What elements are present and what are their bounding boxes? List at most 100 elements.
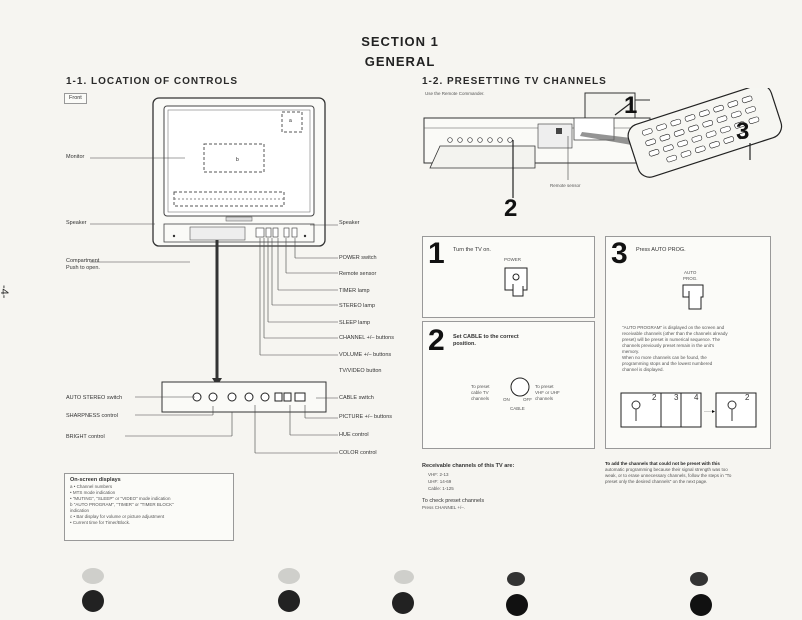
callout-number-1: 1: [624, 92, 638, 119]
right-heading: 1-2. PRESETTING TV CHANNELS: [422, 76, 607, 87]
section-title: SECTION 1: [361, 34, 439, 49]
note-line: preset only the desired channels" on the…: [605, 479, 708, 484]
front-tag: Front: [64, 93, 87, 104]
step-2-text-2: position.: [453, 341, 476, 347]
callout-b: b: [236, 157, 239, 163]
onscreen-line: • Current time for Timer/Block.: [70, 520, 131, 525]
tv-diagram: [152, 97, 326, 256]
step-1-box: 1 Turn the TV on. POWER: [422, 236, 595, 318]
step-2-text-1: Set CABLE to the correct: [453, 334, 519, 340]
label-compartment: Compartment: [66, 258, 100, 264]
power-button-press: [504, 267, 528, 297]
binder-hole: [278, 568, 300, 584]
label-timer-lamp: TIMER lamp: [339, 288, 370, 294]
note-line: To add the channels that could not be pr…: [605, 461, 720, 466]
onscreen-line: • "MUTING", "SLEEP" or "VIDEO" mode indi…: [70, 496, 171, 501]
binder-hole: [690, 572, 708, 586]
label-auto-stereo-switch: AUTO STEREO switch: [66, 395, 123, 401]
step-2-left-note-1: To preset: [471, 384, 490, 389]
label-sleep-lamp: SLEEP lamp: [339, 320, 371, 326]
onscreen-line: a • Channel numbers: [70, 484, 113, 489]
onscreen-line: indication: [70, 508, 90, 513]
label-speaker-right: Speaker: [339, 220, 360, 226]
note-line: weak, or to erase unnecessary channels, …: [605, 473, 732, 478]
onscreen-displays-box: On-screen displays a • Channel numbers •…: [64, 473, 234, 541]
add-channels-note: To add the channels that could not be pr…: [605, 461, 731, 485]
step-2-on: ON: [503, 397, 510, 402]
step-3-number: 3: [611, 237, 628, 270]
step-2-off: OFF: [523, 397, 532, 402]
receivable-vhf: VHF: 2-13: [428, 472, 449, 477]
step-3-box: 3 Press AUTO PROG. AUTO PROG. "AUTO PROG…: [605, 236, 771, 449]
step-2-right-note-1: To preset: [535, 384, 554, 389]
label-bright-control: BRIGHT control: [66, 434, 105, 440]
screen-number-4: 2: [745, 393, 750, 402]
step-2-right-note-2: VHF or UHF: [535, 390, 560, 395]
label-cable-switch: CABLE switch: [339, 395, 374, 401]
auto-prog-label-1: AUTO: [684, 270, 697, 275]
label-stereo-lamp: STEREO lamp: [339, 303, 376, 309]
receivable-uhf: UHF: 14-69: [428, 479, 452, 484]
binder-hole: [394, 570, 414, 584]
desc-line: channel is displayed.: [622, 367, 664, 372]
binder-hole: [392, 592, 414, 614]
label-color-control: COLOR control: [339, 450, 377, 456]
leader-lines-left: [90, 157, 233, 437]
binder-hole: [82, 590, 104, 612]
note-line: automatic programming because their sign…: [605, 467, 728, 472]
binder-hole: [506, 594, 528, 616]
callout-number-3: 3: [736, 118, 750, 145]
binder-hole: [278, 590, 300, 612]
left-heading: 1-1. LOCATION OF CONTROLS: [66, 76, 239, 87]
onscreen-line: b "AUTO PROGRAM", "TIMER" or "TIMER BLOC…: [70, 502, 174, 507]
section-subtitle: GENERAL: [364, 54, 436, 69]
right-intro: Use the Remote Commander.: [425, 91, 485, 96]
label-channel-buttons: CHANNEL +/– buttons: [339, 335, 394, 341]
callout-a: a: [289, 118, 292, 124]
power-button-label: POWER: [504, 257, 522, 262]
check-title: To check preset channels: [422, 498, 485, 504]
label-monitor: Monitor: [66, 154, 85, 160]
svg-text:····▸: ····▸: [704, 409, 715, 415]
leader-lines-right: [254, 224, 338, 454]
label-power-switch: POWER switch: [339, 255, 377, 261]
desc-line: "AUTO PROGRAM" is displayed on the scree…: [622, 325, 725, 330]
desc-line: preset) will be preset in numerical sequ…: [622, 337, 720, 342]
onscreen-title: On-screen displays: [70, 477, 121, 483]
onscreen-line: c • Bar display for volume or picture ad…: [70, 514, 165, 519]
desc-line: memory.: [622, 349, 640, 354]
receivable-cable: Cable: 1-125: [428, 486, 454, 491]
label-picture-buttons: PICTURE +/– buttons: [339, 414, 393, 420]
desc-line: programming stops and the lowest numbere…: [622, 361, 713, 366]
step-2-left-note-3: channels: [471, 396, 490, 401]
channel-screens-diagram: ····▸: [620, 392, 757, 428]
label-hue-control: HUE control: [339, 432, 369, 438]
desc-line: receivable channels (other than the chan…: [622, 331, 728, 336]
label-sharpness-control: SHARPNESS control: [66, 413, 118, 419]
step-2-right-note-3: channels: [535, 396, 554, 401]
binder-hole: [82, 568, 104, 584]
label-tv-video-button: TV/VIDEO button: [339, 368, 382, 374]
desc-line: channels previously preset remain in the…: [622, 343, 715, 348]
callout-number-2: 2: [504, 195, 518, 222]
screen-number-3: 4: [694, 393, 699, 402]
binder-hole: [507, 572, 525, 586]
binder-hole: [690, 594, 712, 616]
step-3-description: "AUTO PROGRAM" is displayed on the scree…: [622, 325, 728, 373]
step-2-number: 2: [428, 324, 445, 357]
remote-sensor-label: Remote sensor: [550, 183, 581, 188]
step-1-text: Turn the TV on.: [453, 247, 491, 253]
desc-line: When no more channels can be found, the: [622, 355, 707, 360]
step-2-box: 2 Set CABLE to the correct position. To …: [422, 321, 595, 449]
label-remote-sensor: Remote sensor: [339, 271, 377, 277]
step-1-number: 1: [428, 237, 445, 270]
check-line: Press CHANNEL +/–.: [422, 505, 465, 510]
auto-prog-label-2: PROG.: [683, 276, 698, 281]
screen-number-1: 2: [652, 393, 657, 402]
label-speaker-left: Speaker: [66, 220, 87, 226]
tv-closeup-diagram: [423, 88, 783, 198]
step-3-text: Press AUTO PROG.: [636, 247, 686, 253]
screen-number-2: 3: [674, 393, 679, 402]
auto-prog-button-press: [682, 284, 704, 310]
receivable-title: Receivable channels of this TV are:: [422, 463, 515, 469]
